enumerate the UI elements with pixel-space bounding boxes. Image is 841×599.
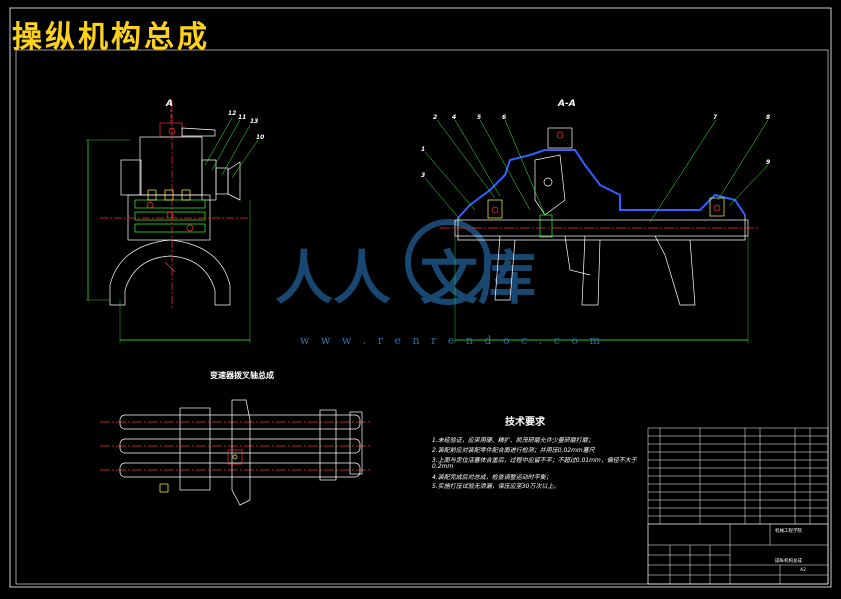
section-view <box>424 119 769 343</box>
requirement-item: 3.上面与定位活塞体合盖后，过程中应留不平；不超过0.01mm，偏径不大于 <box>432 457 637 464</box>
callout-12: 12 <box>228 110 237 117</box>
requirement-item: 2.装配前应对装配零件配合面进行检测；并用压0.02mm塞尺 <box>432 447 595 454</box>
drawing-title: 操纵机构总成 <box>12 20 210 55</box>
callout-2: 2 <box>433 114 438 121</box>
watermark-url: w w w . r e n r e n d o c . c o m <box>300 334 604 347</box>
requirement-item: 4.装配完成后对总成，检查调整运动时平衡； <box>432 474 552 481</box>
callout-1: 1 <box>421 146 426 153</box>
bottom-view-title: 变速器拨叉轴总成 <box>210 371 274 380</box>
requirement-item: 1.未经验证，应采用硬、精扩、凯茂研磨允许少量研磨打磨； <box>432 437 594 444</box>
requirement-item: 0.2mm <box>432 463 454 470</box>
callout-3: 3 <box>421 172 426 179</box>
title-block <box>647 427 829 585</box>
callout-7: 7 <box>713 114 718 121</box>
inner-border <box>15 49 829 585</box>
section-marker-left: A <box>166 99 173 109</box>
callout-9: 9 <box>766 159 771 166</box>
callout-13: 13 <box>250 118 259 125</box>
callout-8: 8 <box>766 114 771 121</box>
shaft-assembly-view <box>100 399 370 506</box>
title-block-drawing-name: 操纵机构总成 <box>775 559 802 564</box>
requirements-heading: 技术要求 <box>505 417 545 428</box>
callout-6: 6 <box>502 114 507 121</box>
requirement-item: 5.实施打压试验无泄漏，保压应至30万次以上。 <box>432 483 560 490</box>
section-label: A-A <box>558 99 576 109</box>
outer-border <box>9 7 832 588</box>
title-block-sheet: A2 <box>800 568 806 573</box>
svg-text:人人: 人人 <box>275 244 391 312</box>
callout-11: 11 <box>238 114 247 121</box>
svg-text:文库: 文库 <box>420 244 536 312</box>
callout-10: 10 <box>256 134 265 141</box>
callout-5: 5 <box>477 114 482 121</box>
left-side-view <box>86 100 259 343</box>
callout-4: 4 <box>452 114 457 121</box>
watermark-logo: 人人 文库 <box>275 219 536 312</box>
title-block-school: 机械工程学院 <box>775 529 802 534</box>
